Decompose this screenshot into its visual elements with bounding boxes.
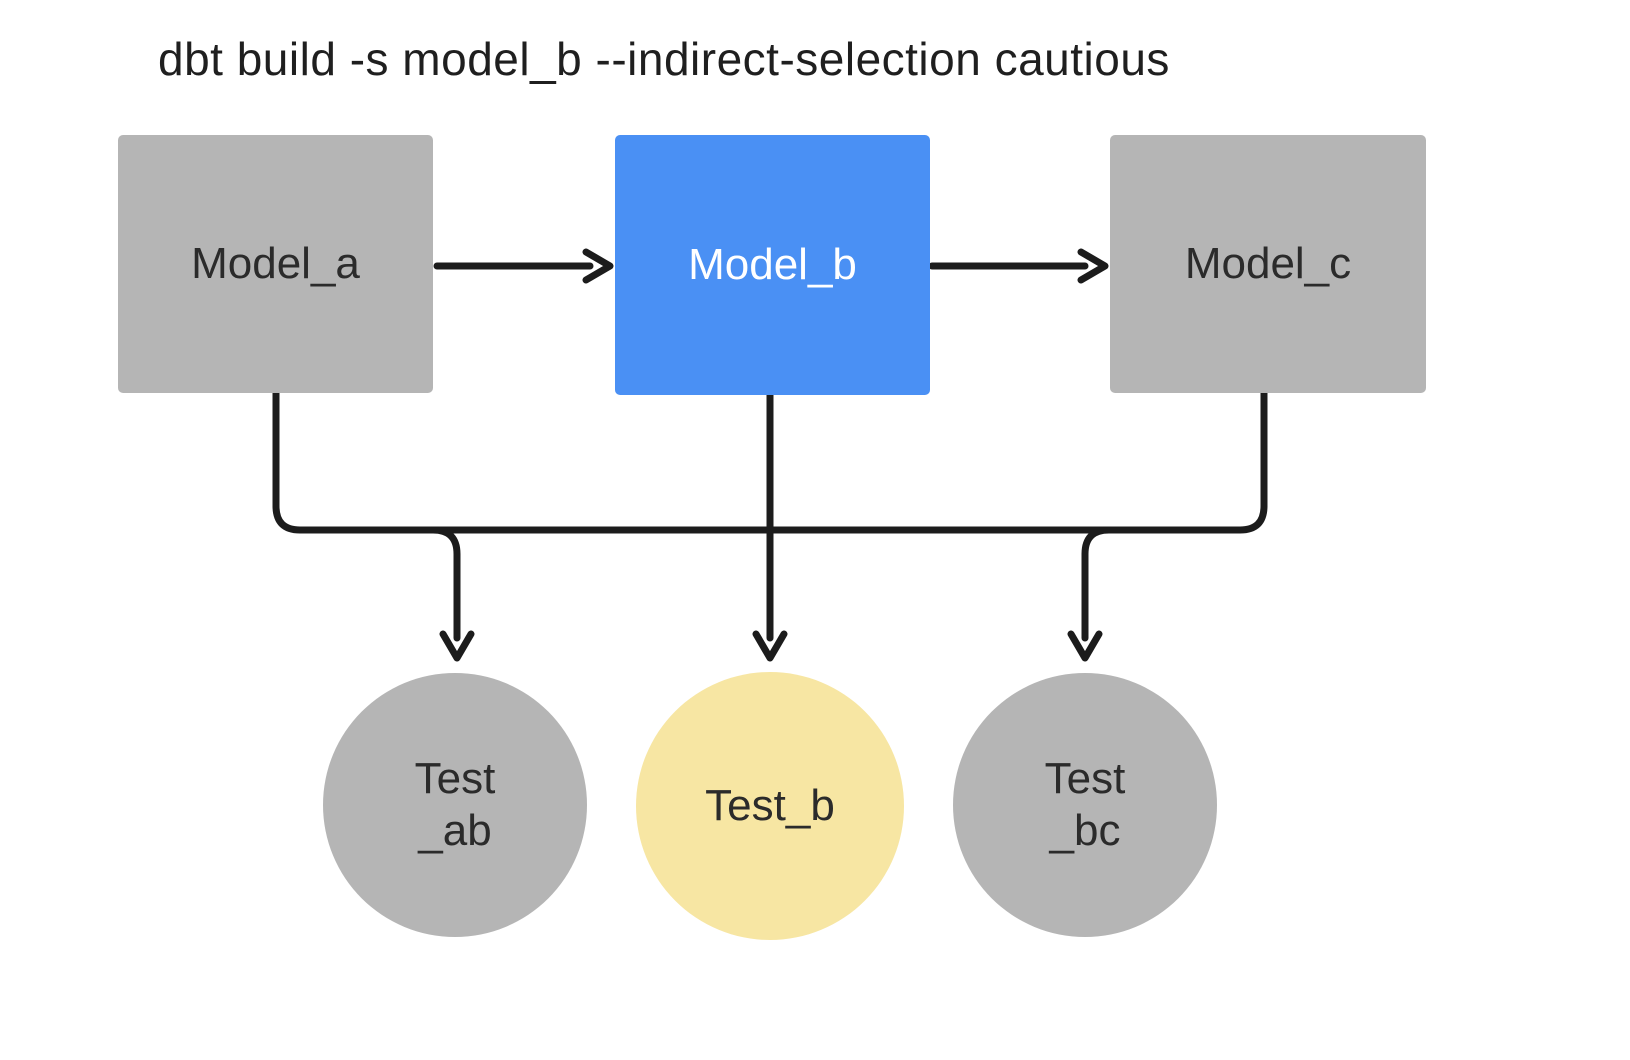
node-model-b: Model_b bbox=[615, 135, 930, 395]
node-test-bc-label-line2: _bc bbox=[1049, 806, 1121, 855]
edge-drop-to-test-bc bbox=[1067, 526, 1113, 662]
node-test-ab-label-line2: _ab bbox=[418, 806, 492, 855]
node-test-b-label: Test_b bbox=[705, 781, 835, 831]
node-model-c-label: Model_c bbox=[1184, 239, 1352, 288]
node-test-ab: Test _ab bbox=[323, 673, 587, 937]
edge-drop-to-test-ab bbox=[429, 526, 475, 662]
node-test-bc-label-line1: Test bbox=[1044, 754, 1126, 804]
node-model-c: Model_c bbox=[1110, 135, 1426, 393]
diagram-title: dbt build -s model_b --indirect-selectio… bbox=[158, 33, 1170, 85]
node-test-bc: Test _bc bbox=[953, 673, 1217, 937]
node-test-ab-label-line1: Test bbox=[414, 754, 496, 804]
node-model-a-label: Model_a bbox=[191, 239, 360, 288]
node-test-b: Test_b bbox=[636, 672, 904, 940]
node-model-b-label: Model_b bbox=[688, 240, 857, 289]
node-model-a: Model_a bbox=[118, 135, 433, 393]
